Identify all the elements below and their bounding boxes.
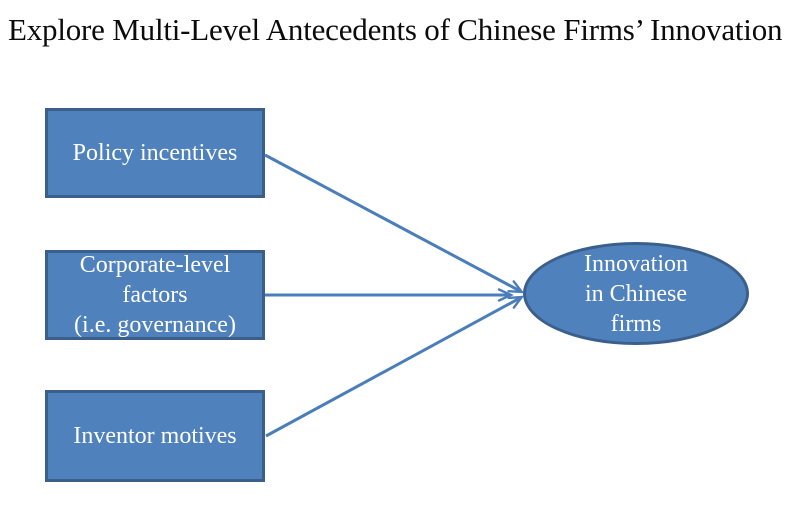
ellipse-label-line2: in Chinese (585, 280, 687, 307)
box-corporate-label-line1: Corporate-level (79, 252, 231, 278)
box-inventor-motives: Inventor motives (45, 390, 265, 482)
box-inventor-motives-label: Inventor motives (73, 423, 237, 449)
arrow-policy-to-innovation (264, 153, 525, 294)
box-corporate-label-line2: factors (122, 282, 188, 308)
ellipse-label-line3: firms (610, 310, 662, 337)
box-policy-incentives-label: Policy incentives (72, 140, 238, 166)
ellipse-label-line1: Innovation (584, 250, 688, 277)
box-corporate-label-line3: (i.e. governance) (74, 312, 236, 338)
diagram-title: Explore Multi-Level Antecedents of Chine… (8, 12, 783, 47)
box-policy-incentives: Policy incentives (45, 108, 265, 198)
ellipse-innovation-in-chinese-firms: Innovation in Chinese firms (523, 242, 749, 345)
box-corporate-level-factors: Corporate-level factors (i.e. governance… (45, 250, 265, 340)
arrow-inventor-to-innovation (265, 295, 525, 438)
